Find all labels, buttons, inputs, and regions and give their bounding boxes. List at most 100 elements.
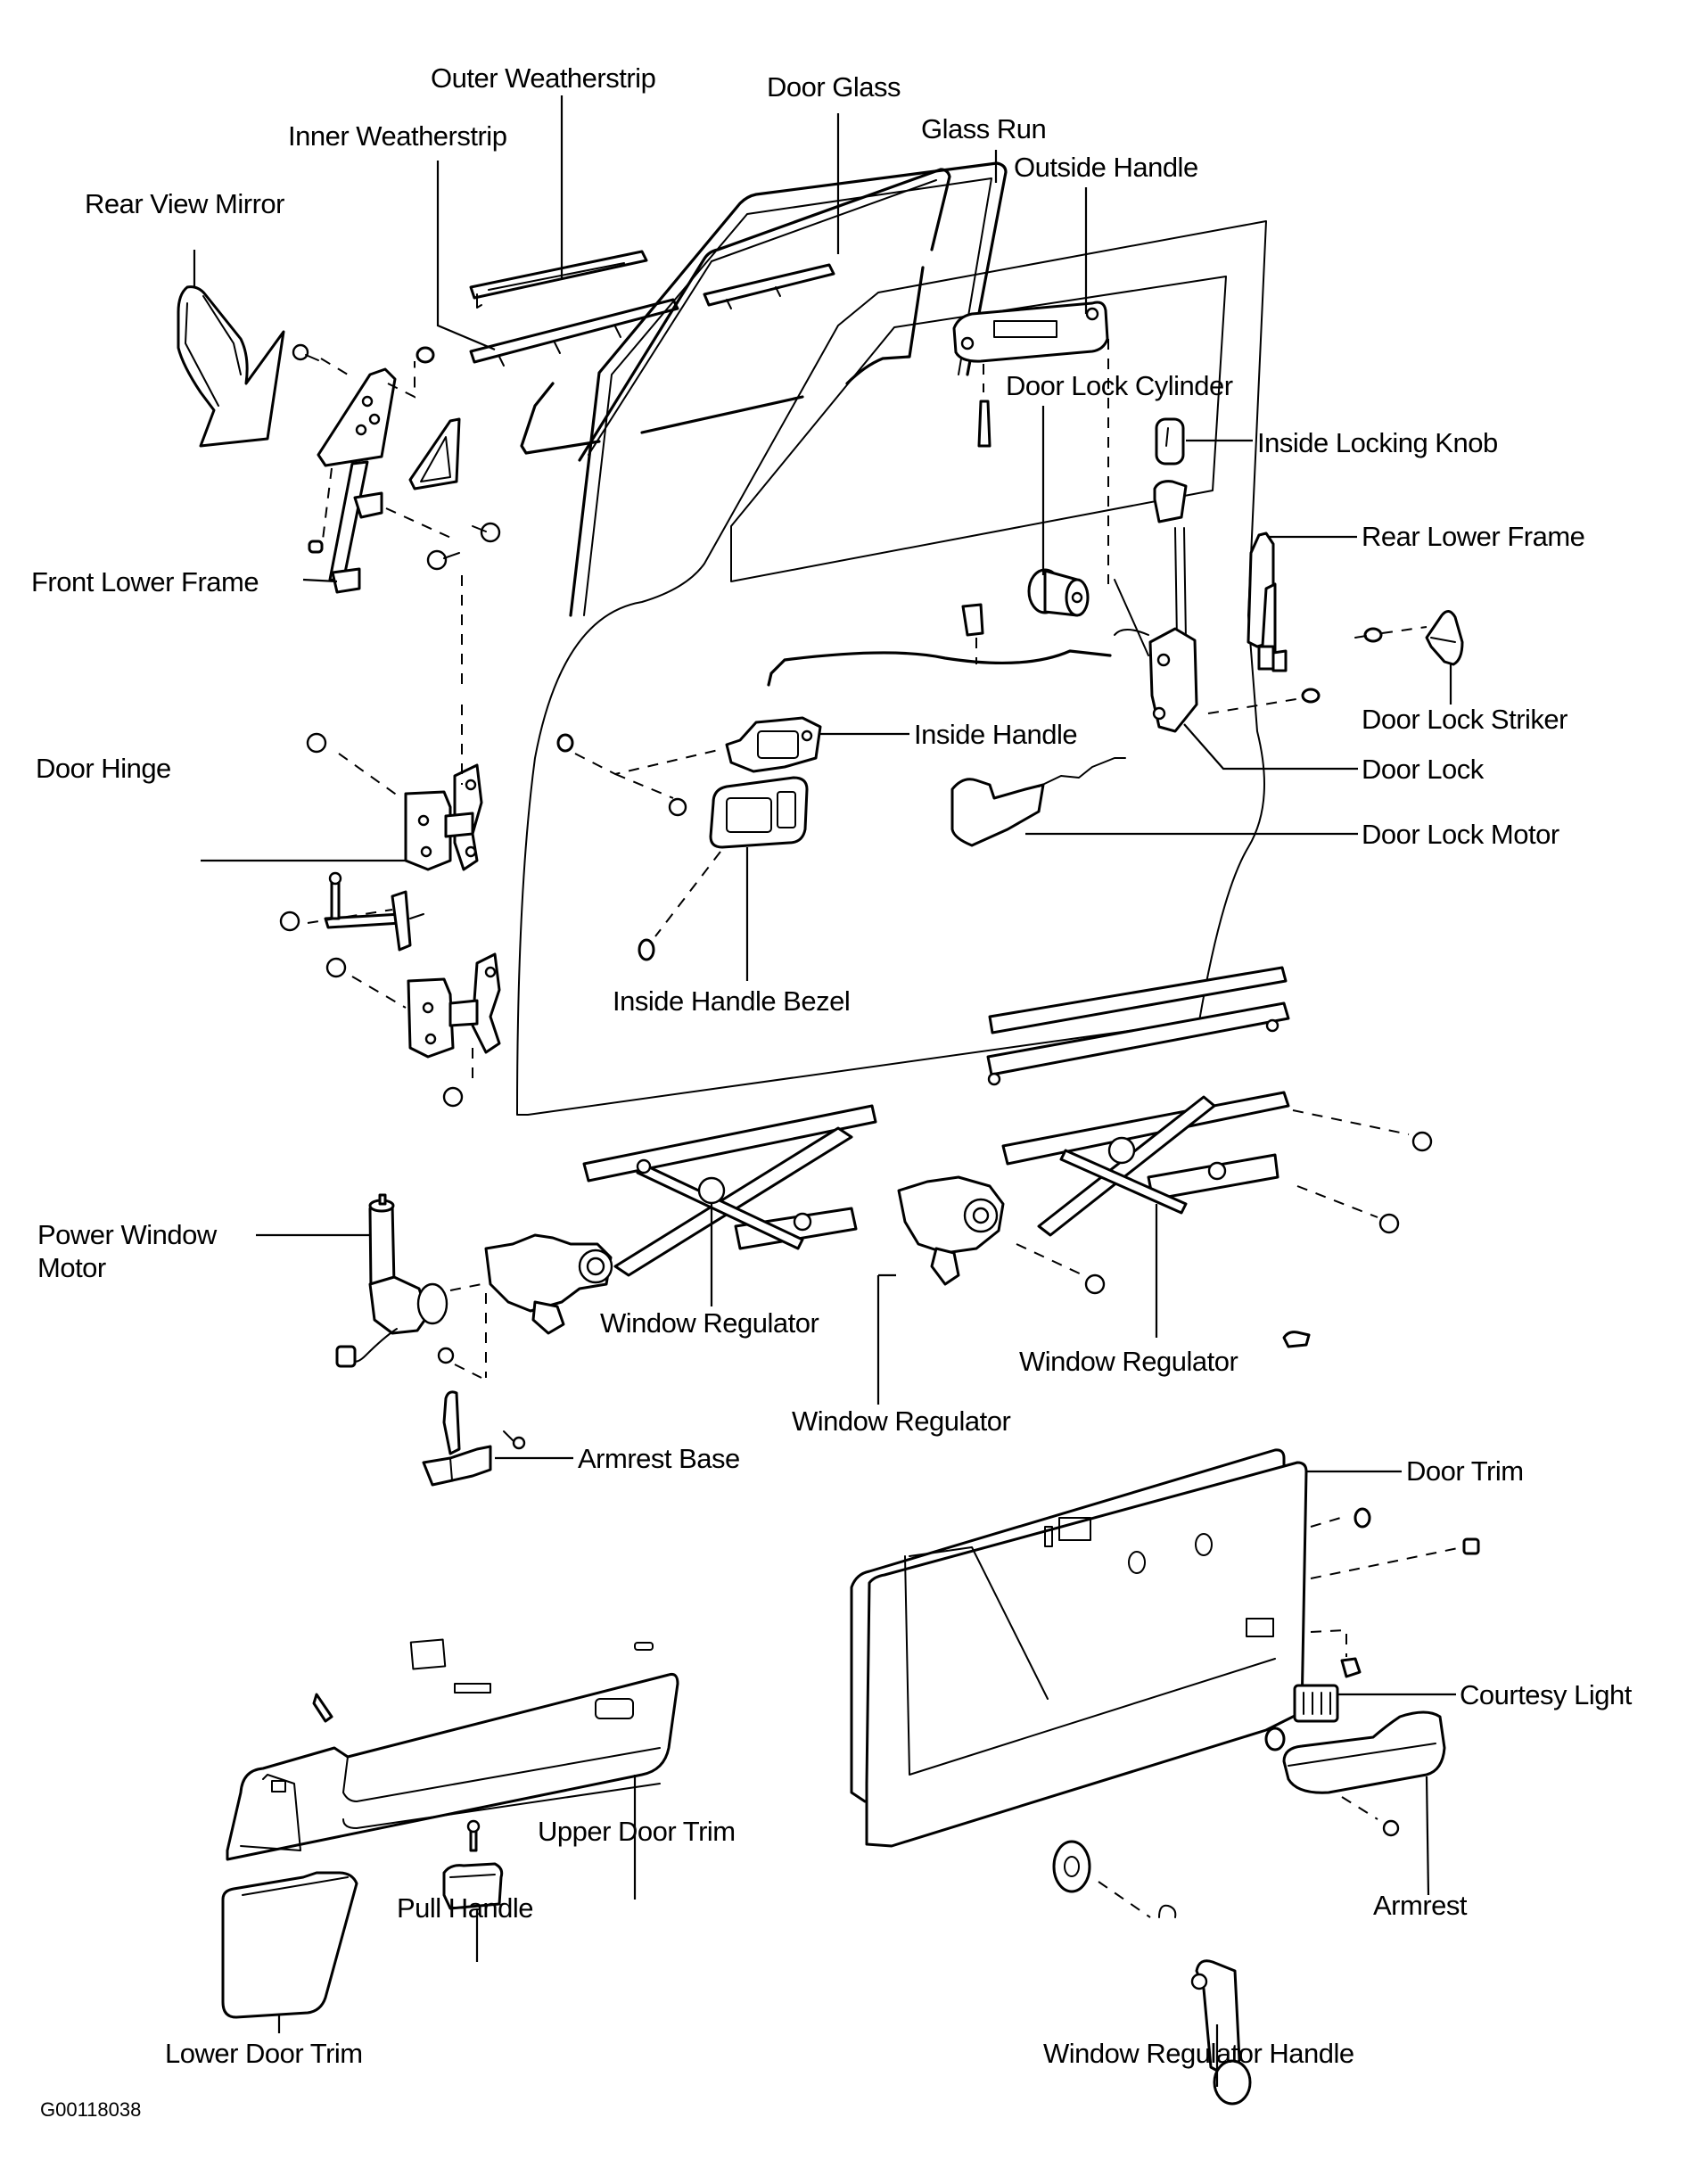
lock-rod-2: [1114, 579, 1149, 656]
inside-handle-dash: [574, 748, 723, 776]
front-lower-frame-dash-4: [385, 507, 456, 540]
armrest-dash: [1341, 1796, 1378, 1820]
label-window-regulator-handle: Window Regulator Handle: [1043, 2038, 1354, 2069]
door-lock-striker-part: [1354, 610, 1464, 666]
screw-part: [1382, 1819, 1400, 1837]
front-lower-frame-dash-1: [320, 358, 349, 375]
lock-rod: [1174, 527, 1187, 641]
label-outer-weatherstrip: Outer Weatherstrip: [431, 62, 655, 94]
bolt-part: [1378, 1213, 1400, 1234]
pull-handle-part: [442, 1819, 504, 1910]
clip-part: [416, 346, 435, 364]
door-panel-outline: [516, 220, 1267, 1116]
label-front-lower-frame: Front Lower Frame: [31, 566, 259, 598]
door-trim-dash-2: [1310, 1546, 1463, 1579]
label-window-regulator-center: Window Regulator: [792, 1405, 1010, 1437]
rear-view-mirror-part: [177, 285, 285, 448]
window-regulator-right-part: [897, 966, 1290, 1286]
label-door-lock-cylinder: Door Lock Cylinder: [1006, 370, 1233, 401]
screw-part: [1301, 688, 1321, 704]
striker-dash: [1381, 626, 1428, 634]
label-door-lock-striker: Door Lock Striker: [1362, 704, 1567, 735]
door-glass-part: [520, 168, 951, 462]
motor-dash-3: [454, 1364, 482, 1379]
bolt-part: [325, 957, 347, 978]
motor-dash: [449, 1283, 482, 1291]
courtesy-light-part: [1293, 1684, 1339, 1723]
label-rear-lower-frame: Rear Lower Frame: [1362, 521, 1584, 552]
clip-part: [1340, 1657, 1362, 1678]
leader-inner-weatherstrip: [436, 161, 496, 351]
label-upper-door-trim: Upper Door Trim: [538, 1816, 736, 1847]
lock-screw-dash: [1207, 697, 1303, 714]
leader-front-lower-frame: [302, 578, 338, 583]
outside-handle-part: [952, 301, 1109, 363]
window-regulator-left-part: [484, 1104, 877, 1335]
clip-part: [1282, 1331, 1311, 1348]
screw-part: [977, 400, 991, 448]
rear-lower-frame-part: [1247, 532, 1288, 672]
screw-part: [668, 797, 687, 817]
hinge-dash-1: [338, 753, 402, 799]
label-rear-view-mirror: Rear View Mirror: [85, 188, 284, 219]
label-lower-door-trim: Lower Door Trim: [165, 2038, 363, 2069]
label-outside-handle: Outside Handle: [1014, 152, 1198, 183]
door-glass-inner-edge: [588, 179, 937, 456]
label-door-trim: Door Trim: [1406, 1455, 1524, 1487]
leader-lines: [193, 95, 1456, 2087]
clip-part: [1354, 1507, 1371, 1529]
hinge-lower-dash: [351, 976, 407, 1009]
nut-part: [1264, 1727, 1286, 1751]
figure-code: G00118038: [40, 2098, 141, 2121]
label-inside-handle: Inside Handle: [914, 719, 1077, 750]
glass-run-part: [569, 161, 1008, 617]
label-door-glass: Door Glass: [767, 71, 901, 103]
handle-dash: [1098, 1881, 1151, 1918]
window-regulator-handle-part: [1052, 1840, 1252, 2106]
label-armrest-base: Armrest Base: [578, 1443, 740, 1474]
bolt-part: [442, 1086, 464, 1108]
armrest-part: [1282, 1710, 1446, 1794]
regulator-dash-2: [1296, 1185, 1378, 1218]
inside-handle-part: [725, 716, 822, 773]
screw-part: [638, 938, 655, 961]
label-inner-weatherstrip: Inner Weatherstrip: [288, 120, 506, 152]
inside-locking-knob-part: [1155, 417, 1185, 466]
clip-part: [556, 733, 574, 753]
label-door-lock-motor: Door Lock Motor: [1362, 819, 1559, 850]
lower-door-trim-part: [221, 1871, 358, 2019]
label-armrest: Armrest: [1373, 1890, 1468, 1921]
inside-handle-rod: [767, 649, 1112, 687]
outer-weatherstrip-part: [469, 250, 648, 309]
power-window-motor-part: [335, 1193, 448, 1368]
door-check-dash: [307, 909, 393, 924]
bolt-part: [279, 911, 300, 932]
inside-handle-dash-2: [614, 773, 674, 799]
label-courtesy-light: Courtesy Light: [1460, 1679, 1633, 1710]
bolt-part: [306, 732, 327, 754]
bolt-part: [1411, 1131, 1433, 1152]
glass-run-inner: [583, 177, 992, 616]
label-glass-run: Glass Run: [921, 113, 1046, 144]
bezel-screw-dash: [654, 851, 721, 937]
armrest-base-part: [422, 1390, 492, 1487]
door-lock-part: [1114, 627, 1198, 733]
corner-cover-part: [408, 417, 461, 490]
label-power-window-motor-line1: Power Window: [37, 1219, 218, 1250]
door-trim-part: [850, 1448, 1308, 1848]
door-hinge-lower-part: [407, 952, 501, 1059]
inner-weatherstrip-part: [469, 263, 835, 367]
front-lower-frame-dash-2: [387, 361, 416, 399]
label-window-regulator-right: Window Regulator: [1019, 1346, 1238, 1377]
inside-handle-bezel-part: [709, 776, 809, 849]
label-power-window-motor-line2: Motor: [37, 1252, 106, 1283]
label-window-regulator-left: Window Regulator: [600, 1307, 819, 1339]
regulator-dash-3: [1016, 1243, 1084, 1276]
door-check-part: [324, 871, 424, 952]
labels: Outer Weatherstrip Door Glass Inner Weat…: [31, 62, 1633, 2121]
lower-door-trim-edge: [242, 1876, 349, 1896]
door-hinge-upper-part: [404, 763, 483, 871]
door-lock-motor-part: [950, 757, 1126, 847]
door-window-frame: [730, 276, 1227, 582]
